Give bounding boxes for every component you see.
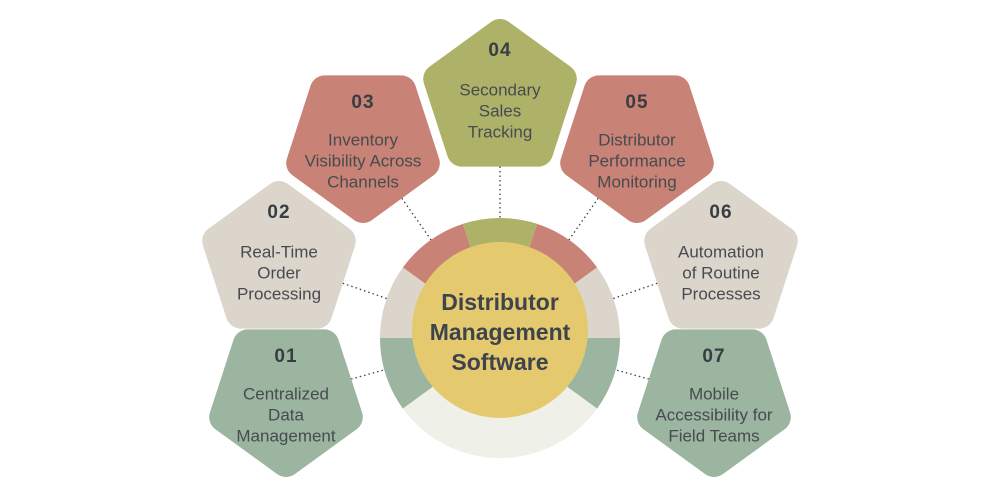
item-03-label: Inventory Visibility Across Channels: [305, 130, 422, 193]
item-05-label-line: Monitoring: [597, 172, 677, 192]
pentagon-05-shape: [560, 75, 714, 223]
item-02-label: Real-Time Order Processing: [237, 242, 321, 305]
item-04-label: Secondary Sales Tracking: [459, 80, 540, 143]
ring-segment-03: [402, 223, 476, 293]
item-06-label-line: Processes: [681, 284, 761, 304]
item-06-label-line: of Routine: [682, 263, 760, 283]
item-02-label-line: Order: [257, 263, 301, 283]
hub-title-line: Distributor: [441, 289, 559, 315]
item-05-label: Distributor Performance Monitoring: [588, 130, 685, 193]
item-04-label-line: Sales: [478, 101, 522, 121]
item-04-label-line: Secondary: [459, 80, 541, 100]
ring-segment-05: [524, 223, 598, 293]
pentagon-07-shape: [637, 329, 791, 477]
hub-title: Distributor Management Software: [430, 287, 571, 377]
hub-title-line: Software: [451, 349, 549, 375]
item-07-label-line: Mobile: [688, 384, 740, 404]
item-01-label-line: Data: [268, 405, 304, 425]
item-07-label-line: Field Teams: [668, 426, 760, 446]
item-07-number: 07: [702, 346, 726, 367]
item-05-number: 05: [625, 92, 649, 113]
item-04-number: 04: [488, 40, 512, 61]
pentagon-03-shape: [286, 75, 440, 223]
item-02-number: 02: [267, 202, 291, 223]
pentagon-01-shape: [209, 329, 363, 477]
hub-circle: [412, 242, 588, 418]
item-06-label-line: Automation: [678, 242, 764, 262]
item-07-label-line: Accessibility for: [655, 405, 773, 425]
pentagon-02-shape: [202, 181, 356, 329]
item-03-label-line: Channels: [327, 172, 399, 192]
item-03-label-line: Visibility Across: [304, 151, 422, 171]
item-01-label-line: Centralized: [242, 384, 329, 404]
item-05-label-line: Distributor: [598, 130, 676, 150]
item-06-label: Automation of Routine Processes: [678, 242, 764, 305]
item-01-label: Centralized Data Management: [236, 384, 335, 447]
item-05-label-line: Performance: [588, 151, 686, 171]
pentagons: [202, 19, 798, 477]
item-06-number: 06: [709, 202, 733, 223]
item-03-number: 03: [351, 92, 375, 113]
pentagon-06-shape: [644, 181, 798, 329]
item-02-label-line: Processing: [236, 284, 322, 304]
item-02-label-line: Real-Time: [240, 242, 318, 262]
item-01-label-line: Management: [236, 426, 336, 446]
item-03-label-line: Inventory: [328, 130, 398, 150]
hub-title-line: Management: [429, 319, 571, 345]
pentagon-04-shape: [423, 19, 577, 167]
item-04-label-line: Tracking: [467, 122, 533, 142]
item-07-label: Mobile Accessibility for Field Teams: [655, 384, 772, 447]
item-01-number: 01: [274, 346, 298, 367]
